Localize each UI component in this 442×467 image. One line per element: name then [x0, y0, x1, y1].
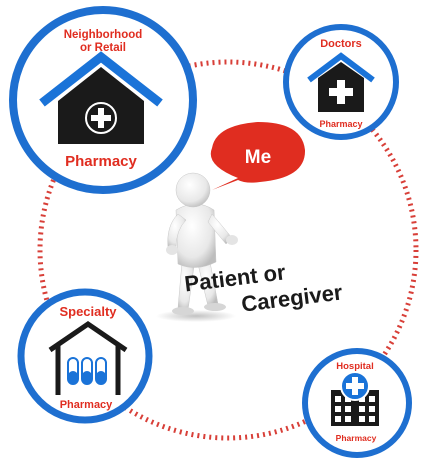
retail-pharmacy-node: Neighborhood or Retail Pharmacy: [9, 6, 197, 194]
hospital-pharmacy-node: Hospital Pharmacy: [302, 348, 412, 458]
pill-house-icon: [48, 320, 128, 395]
capsule-icons: [67, 357, 107, 385]
hospital-label-bottom: Pharmacy: [336, 433, 377, 443]
retail-label-bottom: Pharmacy: [65, 153, 137, 170]
hospital-label-top: Hospital: [336, 361, 373, 372]
retail-label-line1: Neighborhood: [64, 29, 143, 41]
medical-cross-icon: [85, 102, 117, 134]
person-figure-icon: [156, 172, 238, 322]
specialty-pharmacy-node: Specialty Pharmacy: [17, 288, 153, 424]
doctors-label-bottom: Pharmacy: [319, 119, 362, 129]
speech-bubble-text: Me: [245, 147, 271, 168]
clinic-icon: [307, 52, 375, 112]
retail-label-line2: or Retail: [80, 42, 126, 54]
hospital-building-icon: [331, 371, 379, 426]
doctors-label-top: Doctors: [320, 38, 362, 50]
doctors-pharmacy-node: Doctors Pharmacy: [283, 24, 399, 140]
speech-bubble: Me: [210, 122, 306, 190]
specialty-label-bottom: Pharmacy: [60, 399, 113, 411]
specialty-label-top: Specialty: [59, 304, 117, 319]
dotted-connector-ring: [37, 59, 419, 441]
